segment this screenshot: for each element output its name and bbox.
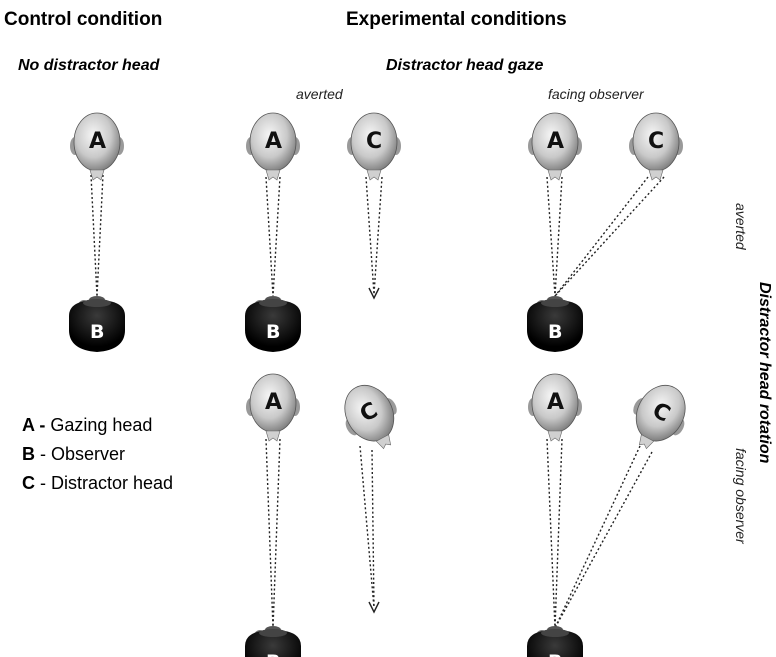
head-label-a: A [547, 129, 564, 154]
panel-averted-facing: A B C [245, 374, 411, 657]
head-label-c: C [648, 129, 664, 154]
no-distractor-header: No distractor head [18, 57, 161, 74]
gaze-line [555, 439, 562, 628]
distractor-gaze-line [555, 452, 652, 628]
panel-facing-facing: A C B [527, 374, 698, 657]
head-label-a: A [89, 129, 106, 154]
gazing-head-a: A [528, 113, 582, 180]
head-label-b: B [548, 321, 562, 343]
head-label-b: B [548, 651, 562, 657]
distractor-gaze-line [372, 450, 374, 608]
distractor-gaze-line [360, 446, 374, 608]
gaze-line [266, 439, 273, 628]
head-label-a: A [265, 390, 282, 415]
head-label-a: A [547, 390, 564, 415]
observer-head-b: B [245, 296, 301, 352]
gaze-line [91, 175, 97, 296]
legend-item-b: B - Observer [22, 444, 125, 464]
experimental-conditions-header: Experimental conditions [346, 9, 567, 30]
gaze-line [273, 177, 280, 296]
distractor-gaze-header: Distractor head gaze [386, 57, 543, 74]
observer-head-b: B [245, 626, 301, 657]
gaze-line [547, 177, 555, 296]
rotation-averted-label: averted [733, 203, 749, 251]
gaze-line [266, 177, 273, 296]
head-label-b: B [266, 321, 280, 343]
legend: A - Gazing head B - Observer C - Distrac… [22, 415, 173, 493]
gaze-averted-label: averted [296, 86, 344, 102]
gazing-head-a: A [246, 374, 300, 441]
panel-facing-averted: A C B [527, 113, 683, 352]
gazing-head-a: A [70, 113, 124, 180]
distractor-head-c: C [619, 375, 698, 460]
control-condition-header: Control condition [4, 9, 162, 30]
distractor-gaze-line [555, 177, 648, 296]
rotation-axis-title: Distractor head rotation [756, 282, 773, 464]
gaze-facing-label: facing observer [548, 86, 645, 102]
head-label-b: B [90, 321, 104, 343]
panel-averted-averted: A B C [245, 113, 401, 352]
arrowhead [369, 602, 379, 612]
distractor-head-c: C [332, 375, 411, 460]
distractor-gaze-line [555, 177, 664, 296]
distractor-gaze-line [374, 177, 382, 294]
gaze-line [273, 439, 280, 628]
gaze-line [555, 177, 562, 296]
legend-item-c: C - Distractor head [22, 473, 173, 493]
head-label-c: C [366, 129, 382, 154]
observer-head-b: B [527, 626, 583, 657]
head-label-a: A [265, 129, 282, 154]
legend-item-a: A - Gazing head [22, 415, 152, 435]
observer-head-b: B [527, 296, 583, 352]
distractor-gaze-line [366, 177, 374, 294]
rotation-facing-label: facing observer [733, 448, 749, 545]
distractor-gaze-line [555, 446, 640, 628]
observer-head-b: B [69, 296, 125, 352]
distractor-head-c: C [629, 113, 683, 180]
control-panel: A B [69, 113, 125, 352]
gaze-line [97, 175, 103, 296]
head-label-b: B [266, 651, 280, 657]
gazing-head-a: A [246, 113, 300, 180]
gaze-line [547, 439, 555, 628]
distractor-head-c: C [347, 113, 401, 180]
gazing-head-a: A [528, 374, 582, 441]
